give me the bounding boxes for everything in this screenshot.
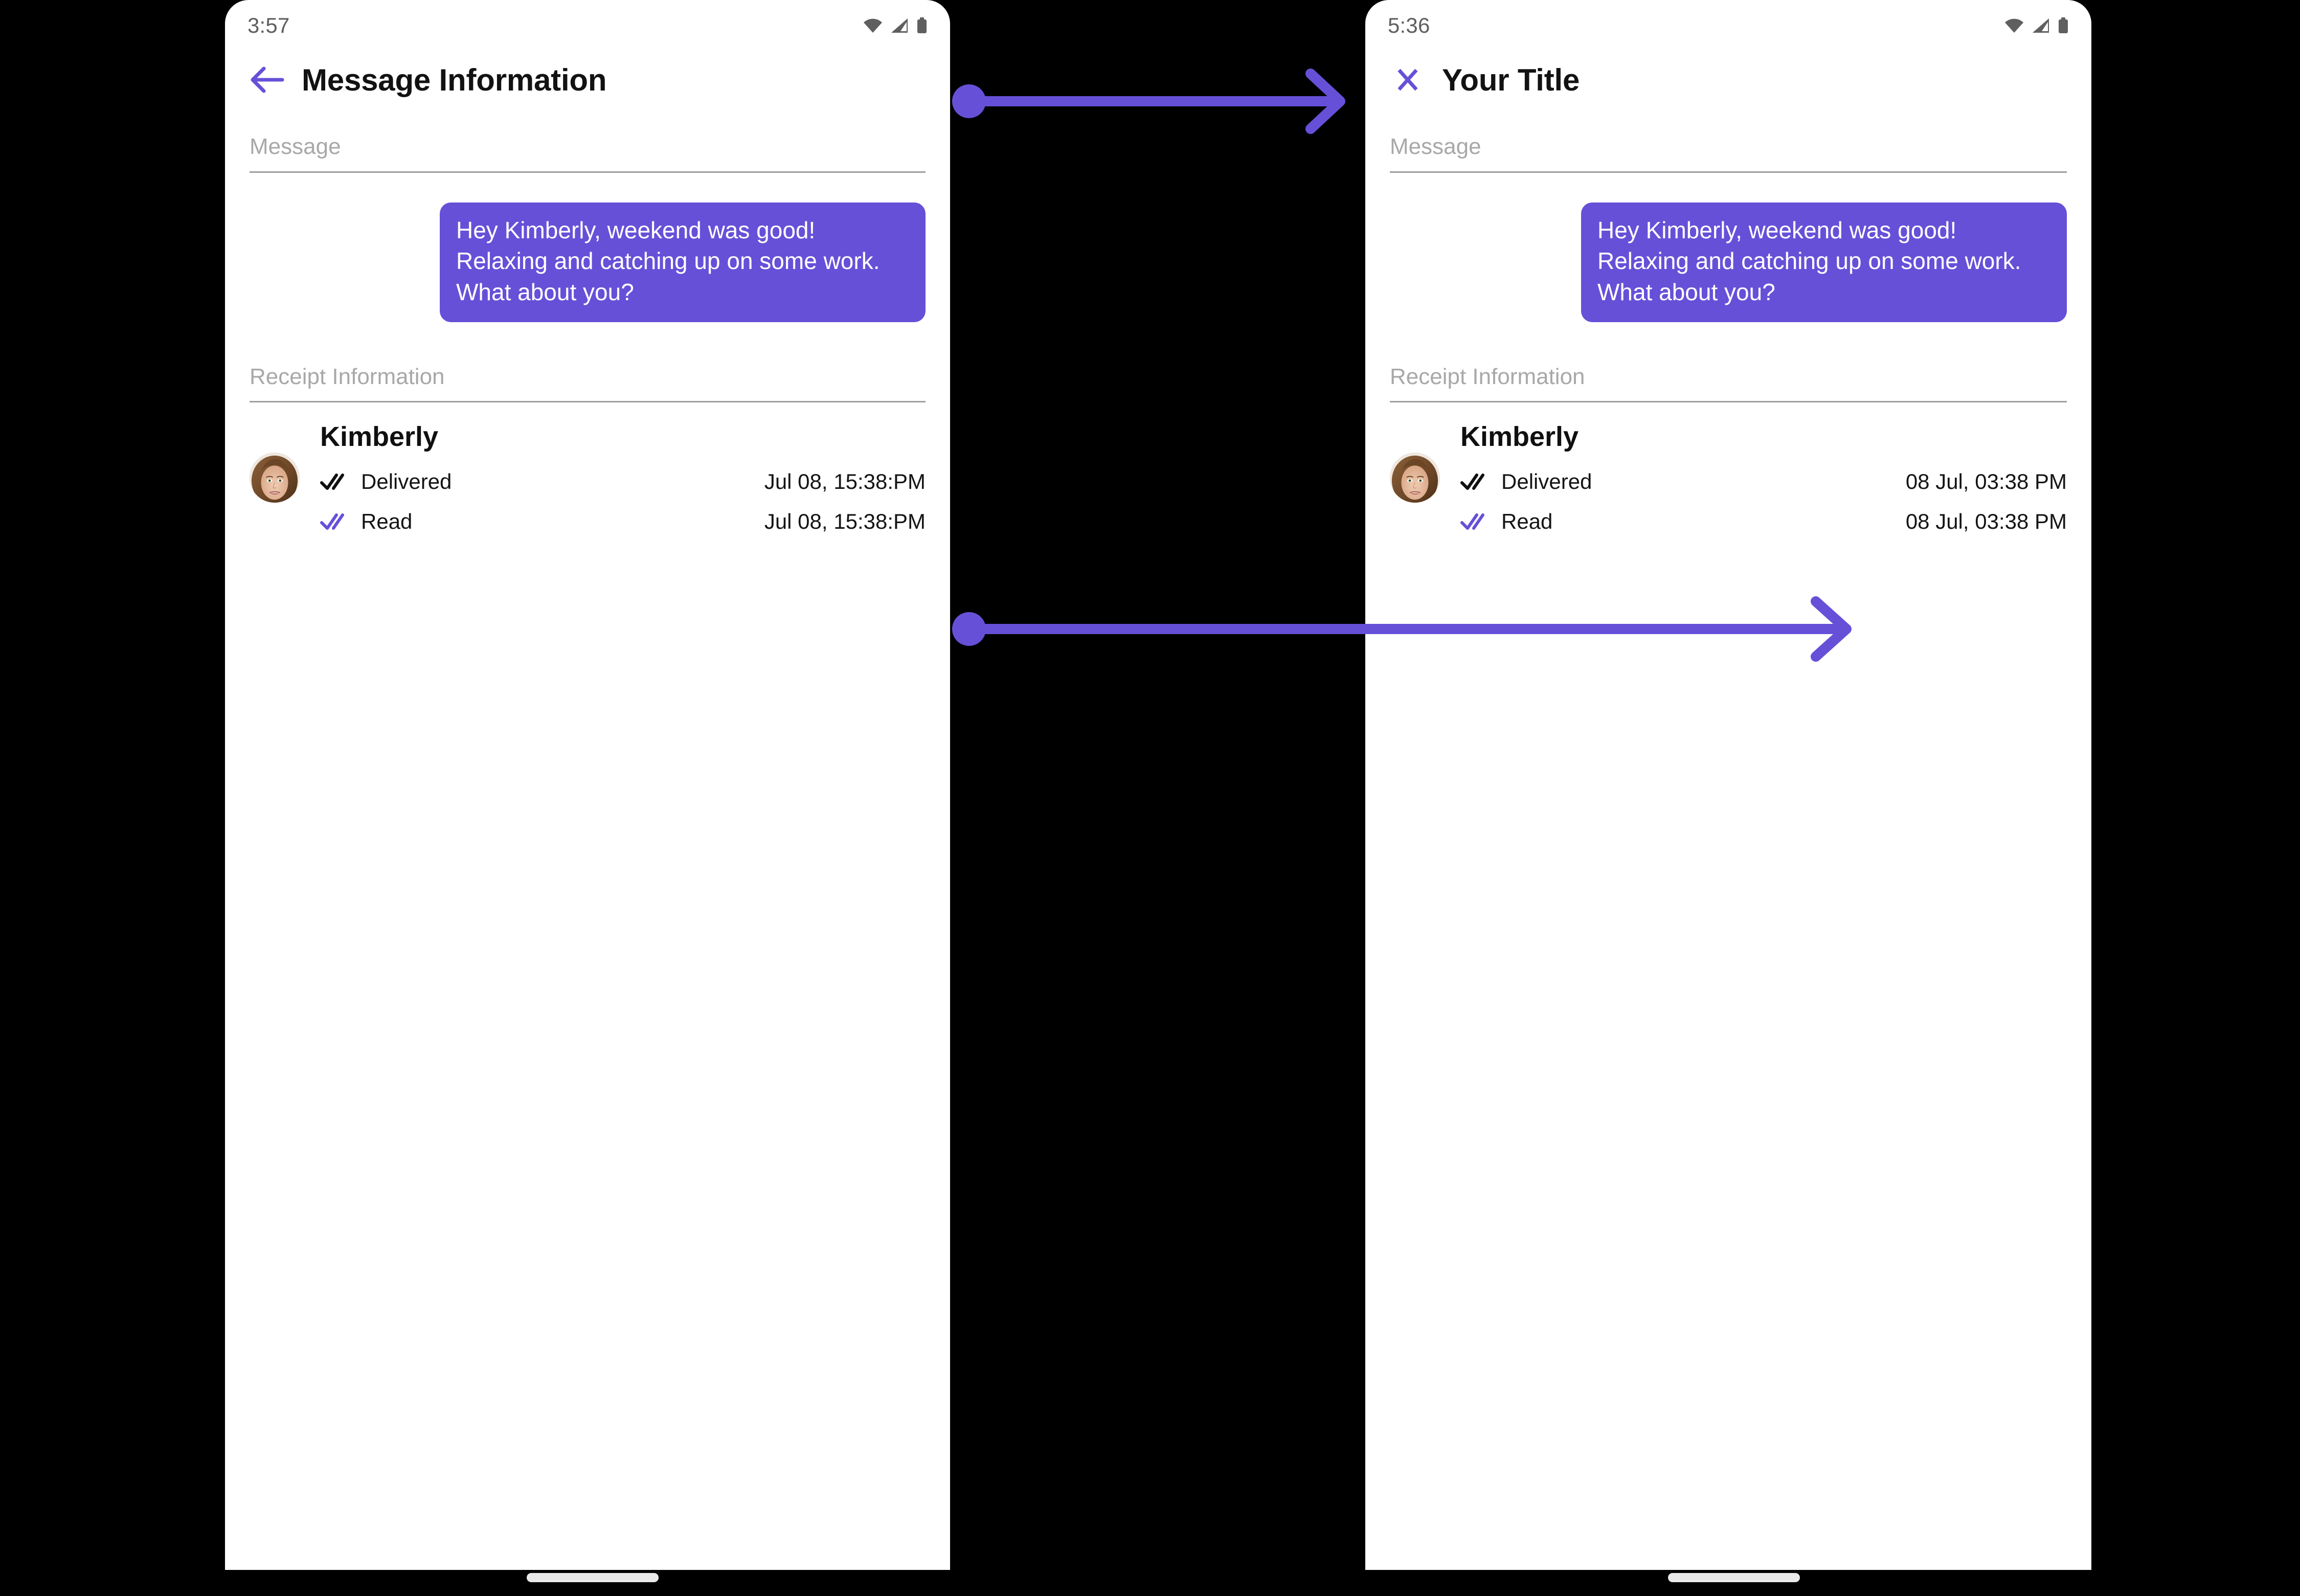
message-section-right: Message Hey Kimberly, weekend was good! …: [1365, 113, 2091, 343]
page-title: Message Information: [302, 62, 607, 97]
contact-name: Kimberly: [320, 421, 439, 453]
status-bar-clock: 3:57: [247, 13, 290, 37]
message-section-left: Message Hey Kimberly, weekend was good! …: [225, 113, 950, 343]
receipt-section-label: Receipt Information: [250, 364, 445, 389]
status-bar-right: 5:36: [1365, 0, 2091, 47]
double-check-delivered-icon: [320, 472, 352, 491]
status-bar-icons: [2004, 13, 2069, 34]
phone-screen-right: 5:36 Your Title Message Hey Kimberly, we…: [1365, 0, 2091, 1570]
cellular-signal-icon: [2032, 18, 2049, 33]
message-bubble: Hey Kimberly, weekend was good! Relaxing…: [440, 202, 926, 322]
double-check-read-icon: [320, 512, 352, 531]
receipt-row-delivered: Delivered Jul 08, 15:38:PM: [320, 462, 926, 502]
receipt-body: Kimberly Delivered 08 Jul, 03:38 PM: [1460, 421, 2067, 542]
message-section-label: Message: [250, 134, 341, 159]
app-bar-right: Your Title: [1365, 47, 2091, 113]
receipt-row-read: Read Jul 08, 15:38:PM: [320, 502, 926, 542]
back-arrow-icon[interactable]: [247, 60, 287, 100]
status-bar-icons: [863, 13, 928, 34]
section-divider: [1390, 401, 2067, 403]
receipt-status-label: Delivered: [361, 469, 452, 493]
wifi-icon: [2004, 18, 2024, 33]
receipt-status-label: Delivered: [1501, 469, 1592, 493]
home-gesture-indicator: [527, 1573, 659, 1582]
section-divider: [1390, 171, 2067, 173]
battery-icon: [2058, 17, 2069, 34]
receipt-body: Kimberly Delivered Jul 08, 15:38:PM: [320, 421, 926, 542]
avatar: [1390, 453, 1440, 503]
message-section-label: Message: [1390, 134, 1481, 159]
page-title: Your Title: [1442, 62, 1580, 97]
status-bar-clock: 5:36: [1388, 13, 1430, 37]
receipt-block: Kimberly Delivered Jul 08, 15:38:PM: [250, 402, 926, 541]
receipt-section-label: Receipt Information: [1390, 364, 1585, 389]
receipt-row-read: Read 08 Jul, 03:38 PM: [1460, 502, 2067, 542]
receipt-status-label: Read: [1501, 509, 1553, 533]
status-bar-left: 3:57: [225, 0, 950, 47]
message-bubble-row: Hey Kimberly, weekend was good! Relaxing…: [1390, 173, 2067, 343]
receipt-section-right: Receipt Information: [1365, 343, 2091, 542]
receipt-timestamp: 08 Jul, 03:38 PM: [1905, 509, 2067, 533]
contact-name: Kimberly: [1460, 421, 1579, 453]
receipt-timestamp: Jul 08, 15:38:PM: [764, 509, 926, 533]
phone-screen-left: 3:57 Message Information Message Hey Kim…: [225, 0, 950, 1570]
double-check-read-icon: [1460, 512, 1492, 531]
app-bar-left: Message Information: [225, 47, 950, 113]
section-divider: [250, 401, 926, 403]
message-bubble: Hey Kimberly, weekend was good! Relaxing…: [1581, 202, 2067, 322]
receipt-block: Kimberly Delivered 08 Jul, 03:38 PM: [1390, 402, 2067, 541]
wifi-icon: [863, 18, 883, 33]
home-gesture-indicator: [1668, 1573, 1800, 1582]
receipt-timestamp: 08 Jul, 03:38 PM: [1905, 469, 2067, 493]
receipt-row-delivered: Delivered 08 Jul, 03:38 PM: [1460, 462, 2067, 502]
annotation-arrow-title: [943, 61, 1358, 138]
receipt-section-left: Receipt Information: [225, 343, 950, 542]
cellular-signal-icon: [891, 18, 908, 33]
close-x-icon[interactable]: [1388, 60, 1428, 100]
message-bubble-row: Hey Kimberly, weekend was good! Relaxing…: [250, 173, 926, 343]
double-check-delivered-icon: [1460, 472, 1492, 491]
section-divider: [250, 171, 926, 173]
receipt-timestamp: Jul 08, 15:38:PM: [764, 469, 926, 493]
receipt-status-label: Read: [361, 509, 413, 533]
avatar: [250, 453, 300, 503]
battery-icon: [916, 17, 928, 34]
